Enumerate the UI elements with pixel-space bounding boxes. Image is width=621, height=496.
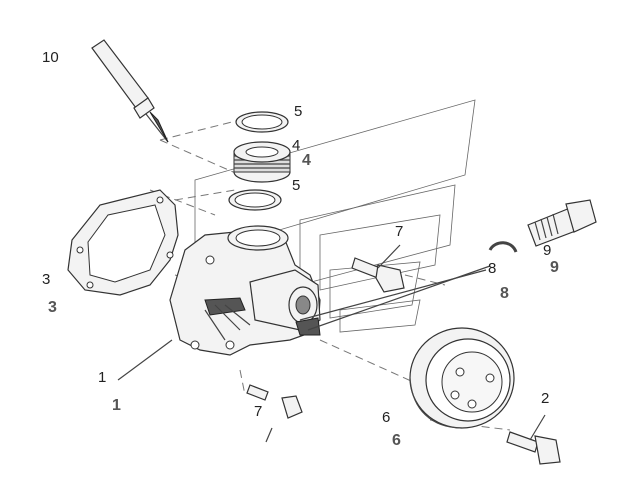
label-part-10: 10 — [42, 49, 59, 66]
ghost-label-8: 8 — [500, 285, 509, 302]
pump-housing-part-1 — [169, 225, 321, 356]
label-part-7-lower: 7 — [254, 403, 262, 420]
bolt-part-7-lower — [246, 384, 303, 419]
label-part-5-upper: 5 — [294, 103, 302, 120]
ghost-label-6: 6 — [392, 432, 401, 449]
ghost-label-3: 3 — [48, 299, 57, 316]
label-part-7-upper: 7 — [395, 223, 403, 240]
layer-planes — [194, 99, 476, 333]
bolt-part-7-upper — [351, 257, 405, 293]
snap-ring-part-8 — [488, 241, 518, 253]
gasket-part-3 — [67, 189, 179, 296]
sealant-tube-part-10 — [91, 39, 169, 143]
label-part-9: 9 — [543, 242, 551, 259]
label-part-1: 1 — [98, 369, 106, 386]
part-number-labels: 10 5 4 5 3 7 8 9 1 2 6 7 — [42, 49, 551, 426]
label-part-5-lower: 5 — [292, 177, 300, 194]
label-part-4: 4 — [292, 137, 300, 154]
label-part-3: 3 — [42, 271, 50, 288]
leader-lines — [117, 244, 546, 443]
label-part-2: 2 — [541, 390, 549, 407]
label-part-6: 6 — [382, 409, 390, 426]
o-ring-part-5-upper — [235, 111, 289, 133]
ghost-label-4: 4 — [302, 152, 311, 169]
o-ring-part-5-lower — [228, 189, 282, 211]
seal-part-4 — [233, 141, 291, 183]
fitting-part-9 — [527, 199, 597, 247]
bolt-part-2 — [506, 431, 561, 465]
pulley-part-6 — [409, 327, 515, 429]
label-part-8: 8 — [488, 260, 496, 277]
ghost-label-9: 9 — [550, 259, 559, 276]
ghost-labels: 3 6 8 9 4 1 — [48, 152, 559, 449]
ghost-label-1: 1 — [112, 397, 121, 414]
